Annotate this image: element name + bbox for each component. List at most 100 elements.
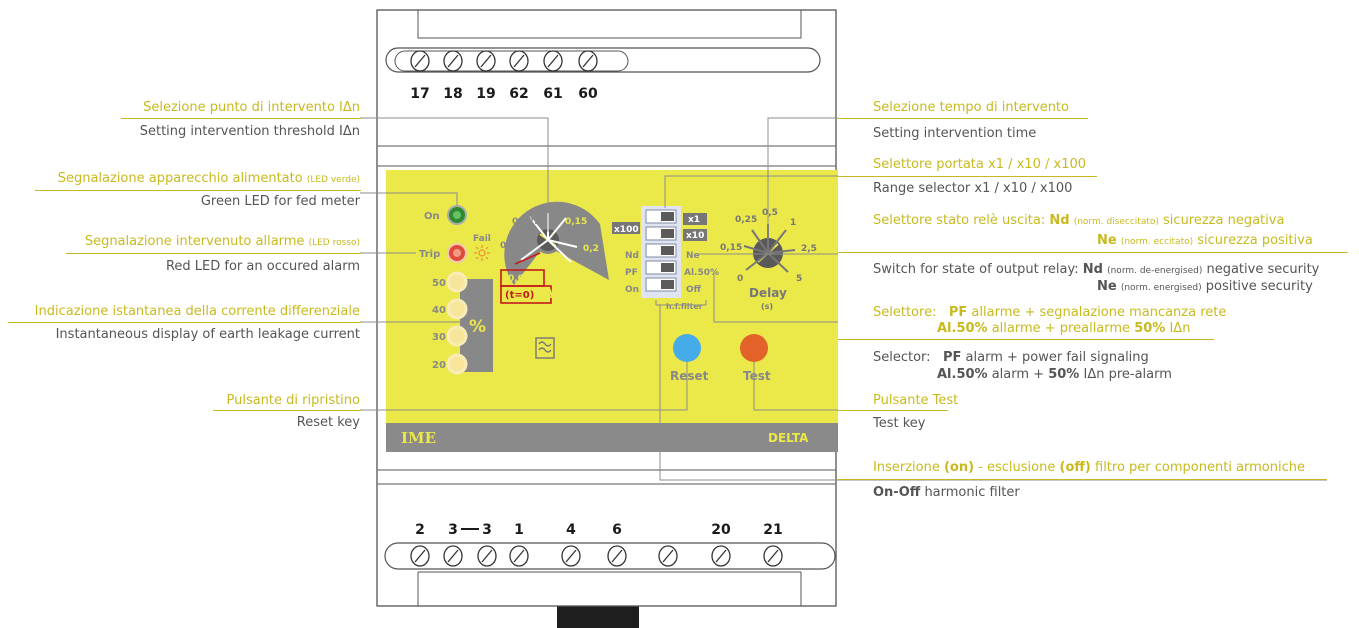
bar-label-40: 40 <box>432 305 446 316</box>
callout-alarm-en: Red LED for an occured alarm <box>165 259 360 274</box>
callout-selector-en2: Al.50% alarm + 50% IΔn pre-alarm <box>937 367 1172 382</box>
svg-text:Nd: Nd <box>625 251 639 261</box>
bar-label-20: 20 <box>432 360 446 371</box>
svg-text:Al.50%: Al.50% <box>684 268 719 278</box>
top-ridge <box>417 9 802 39</box>
callout-relay-rule <box>838 252 1348 253</box>
callout-range-it: Selettore portata x1 / x10 / x100 <box>873 157 1087 172</box>
reset-button[interactable] <box>673 334 701 362</box>
callout-threshold-rule <box>121 118 361 119</box>
callout-filter-it: Inserzione (on) - esclusione (off) filtr… <box>873 460 1305 475</box>
test-button[interactable] <box>740 334 768 362</box>
callout-reset-it: Pulsante di ripristino <box>226 393 360 408</box>
percent-symbol: % <box>469 317 486 337</box>
svg-text:0: 0 <box>737 274 743 284</box>
terminal-21: 21 <box>763 522 782 538</box>
svg-text:0,05: 0,05 <box>500 241 522 251</box>
terminal-6: 6 <box>612 522 622 538</box>
callout-range-en: Range selector x1 / x10 / x100 <box>873 181 1073 196</box>
led-on-label: On <box>424 211 440 222</box>
terminal-17: 17 <box>410 86 429 102</box>
leader-lines <box>360 117 1327 481</box>
svg-text:5: 5 <box>796 274 802 284</box>
callout-selector-it1: Selettore: PF allarme + segnalazione man… <box>873 305 1227 320</box>
fail-label: Fail <box>473 234 491 244</box>
panel-labels: On Trip Fail 50 40 30 20 <box>419 211 491 371</box>
svg-text:0,3: 0,3 <box>575 273 591 283</box>
callout-relay-en2: Ne (norm. energised) positive security <box>1097 279 1313 294</box>
callout-threshold-it: Selezione punto di intervento IΔn <box>143 100 360 115</box>
bar-label-30: 30 <box>432 332 446 343</box>
svg-text:0,1: 0,1 <box>542 205 558 215</box>
callout-relay-en1: Switch for state of output relay: Nd (no… <box>873 262 1320 277</box>
callout-time-rule <box>838 118 1088 119</box>
callout-reset-en: Reset key <box>296 415 360 430</box>
harmonic-filter-icon <box>535 337 555 359</box>
callout-filter-rule <box>838 479 1327 480</box>
terminal-1: 1 <box>514 522 524 538</box>
brand-logo: IME <box>401 429 436 447</box>
callout-test-it: Pulsante Test <box>873 393 959 408</box>
svg-text:0,03: 0,03 <box>508 274 530 284</box>
svg-text:x1: x1 <box>688 215 700 225</box>
terminal-3b: 3 <box>482 522 492 538</box>
terminal-20: 20 <box>711 522 731 538</box>
terminal-2: 2 <box>415 522 425 538</box>
terminal-3a: 3 <box>448 522 458 538</box>
svg-text:2,5: 2,5 <box>801 244 817 254</box>
sun-icon <box>474 245 490 261</box>
callout-selector-it2: Al.50% allarme + preallarme 50% IΔn <box>937 321 1191 336</box>
bar-label-50: 50 <box>432 278 446 289</box>
svg-text:On: On <box>625 285 639 295</box>
terminal-61: 61 <box>543 86 562 102</box>
callout-selector-en1: Selector: PF alarm + power fail signalin… <box>873 350 1149 365</box>
callout-relay-it2: Ne (norm. eccitato) sicurezza positiva <box>1097 233 1313 248</box>
terminal-62: 62 <box>509 86 528 102</box>
din-clip <box>557 606 639 628</box>
terminal-19: 19 <box>476 86 495 102</box>
svg-text:Ne: Ne <box>686 251 700 261</box>
callout-filter-en: On-Off harmonic filter <box>873 485 1020 500</box>
callout-time-en: Setting intervention time <box>873 126 1037 141</box>
top-terminal-rail <box>385 47 821 73</box>
terminal-60: 60 <box>578 86 598 102</box>
delay-dial-unit: (s) <box>761 302 773 311</box>
svg-text:x100: x100 <box>614 225 639 235</box>
model-name: DELTA <box>768 431 809 445</box>
threshold-dial-ticks: 0,03 0,05 0,075 0,1 0,15 0,2 0,3 <box>500 205 599 284</box>
terminal-18: 18 <box>443 86 462 102</box>
brand-strip <box>386 423 838 452</box>
delay-dial-ticks: 0 0,15 0,25 0,5 1 2,5 5 <box>720 208 817 284</box>
callout-leakage-rule <box>8 322 361 323</box>
callout-range-rule <box>838 176 1097 177</box>
reset-label: Reset <box>670 369 709 383</box>
svg-text:0,15: 0,15 <box>720 243 742 253</box>
callout-test-rule <box>838 410 948 411</box>
callout-leakage-it: Indicazione istantanea della corrente di… <box>34 304 360 319</box>
svg-text:0,2: 0,2 <box>583 244 599 254</box>
bottom-terminal-numbers: 2 3 3 1 4 6 20 21 <box>415 522 783 538</box>
callout-relay-it1: Selettore stato relè uscita: Nd (norm. d… <box>873 213 1285 228</box>
svg-text:PF: PF <box>625 268 638 278</box>
led-trip-label: Trip <box>419 249 440 260</box>
callout-threshold-en: Setting intervention threshold IΔn <box>139 124 360 139</box>
test-label: Test <box>743 369 771 383</box>
callout-time-it: Selezione tempo di intervento <box>873 100 1069 115</box>
svg-text:0,5: 0,5 <box>762 208 778 218</box>
threshold-dial-unit: (A) <box>544 303 558 312</box>
svg-text:Off: Off <box>686 285 702 295</box>
callout-fed-it: Segnalazione apparecchio alimentato (LED… <box>57 171 360 186</box>
top-terminal-numbers: 17 18 19 62 61 60 <box>410 86 598 102</box>
callout-alarm-it: Segnalazione intervenuto allarme (LED ro… <box>84 234 360 249</box>
dip-labels: x100 x1 x10 Nd Ne PF Al.50% On Off h.f.f… <box>614 215 719 311</box>
t0-label: (t=0) <box>505 290 534 301</box>
callout-reset-rule <box>213 410 361 411</box>
callout-fed-rule <box>35 190 361 191</box>
bargraph-box <box>460 279 493 372</box>
top-terminal-block <box>394 50 629 72</box>
svg-text:0,25: 0,25 <box>735 215 757 225</box>
terminal-4: 4 <box>566 522 576 538</box>
svg-text:h.f.filter: h.f.filter <box>666 302 703 311</box>
